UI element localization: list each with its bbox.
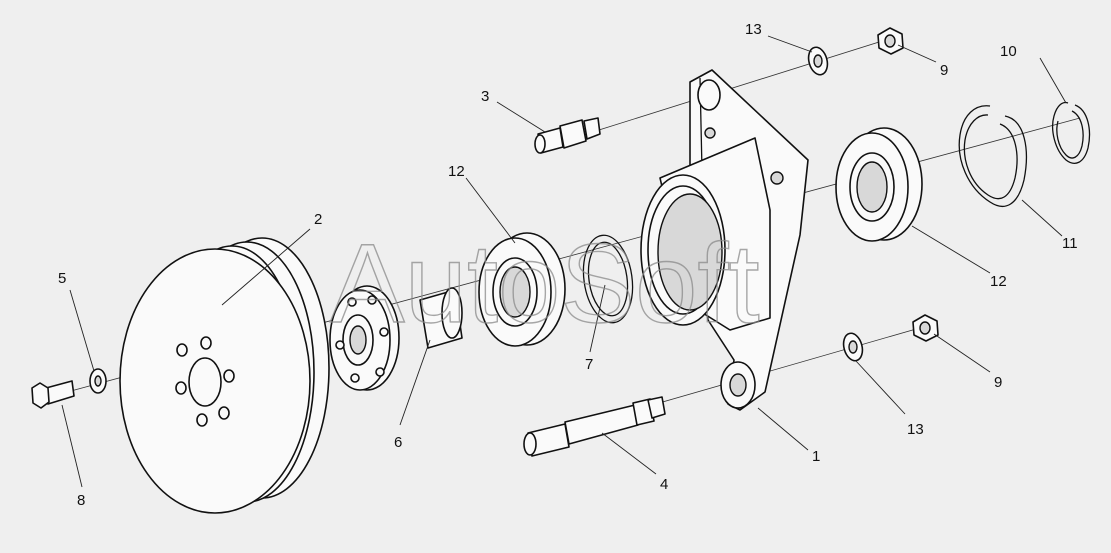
callout-13-bottom: 13 — [907, 421, 924, 438]
circlip — [1051, 101, 1091, 164]
watermark-text: AutoSoft — [330, 221, 760, 346]
callout-10: 10 — [1000, 43, 1017, 60]
callout-labels: 1 2 3 4 5 6 7 8 9 9 10 11 12 12 13 13 — [58, 21, 1078, 509]
bearing-left — [478, 232, 566, 347]
callout-11: 11 — [1062, 235, 1078, 252]
callout-6: 6 — [394, 434, 402, 451]
retaining-ring — [958, 105, 1027, 207]
callout-3: 3 — [481, 88, 489, 105]
leader-lines — [61, 35, 1067, 488]
snap-ring-small — [582, 234, 634, 324]
callout-8: 8 — [77, 492, 85, 509]
washer-bottom — [842, 332, 864, 362]
bolt — [31, 380, 75, 409]
callout-5: 5 — [58, 270, 66, 287]
callout-12-left: 12 — [448, 163, 465, 180]
pulley — [119, 237, 330, 514]
callout-7: 7 — [585, 356, 593, 373]
washer-top — [807, 46, 829, 76]
nut-top — [877, 27, 904, 55]
housing-bracket — [640, 69, 809, 411]
callout-12-right: 12 — [990, 273, 1007, 290]
callout-2: 2 — [314, 211, 322, 228]
callout-9-bottom: 9 — [994, 374, 1002, 391]
grease-fitting — [534, 117, 601, 154]
washer-left — [89, 368, 107, 394]
nut-bottom — [912, 314, 939, 342]
hub-flange — [329, 285, 463, 391]
callout-1: 1 — [812, 448, 820, 465]
stud-shaft — [523, 396, 666, 457]
callout-13-top: 13 — [745, 21, 762, 38]
callout-4: 4 — [660, 476, 668, 493]
bearing-right — [835, 127, 923, 242]
callout-9-top: 9 — [940, 62, 948, 79]
